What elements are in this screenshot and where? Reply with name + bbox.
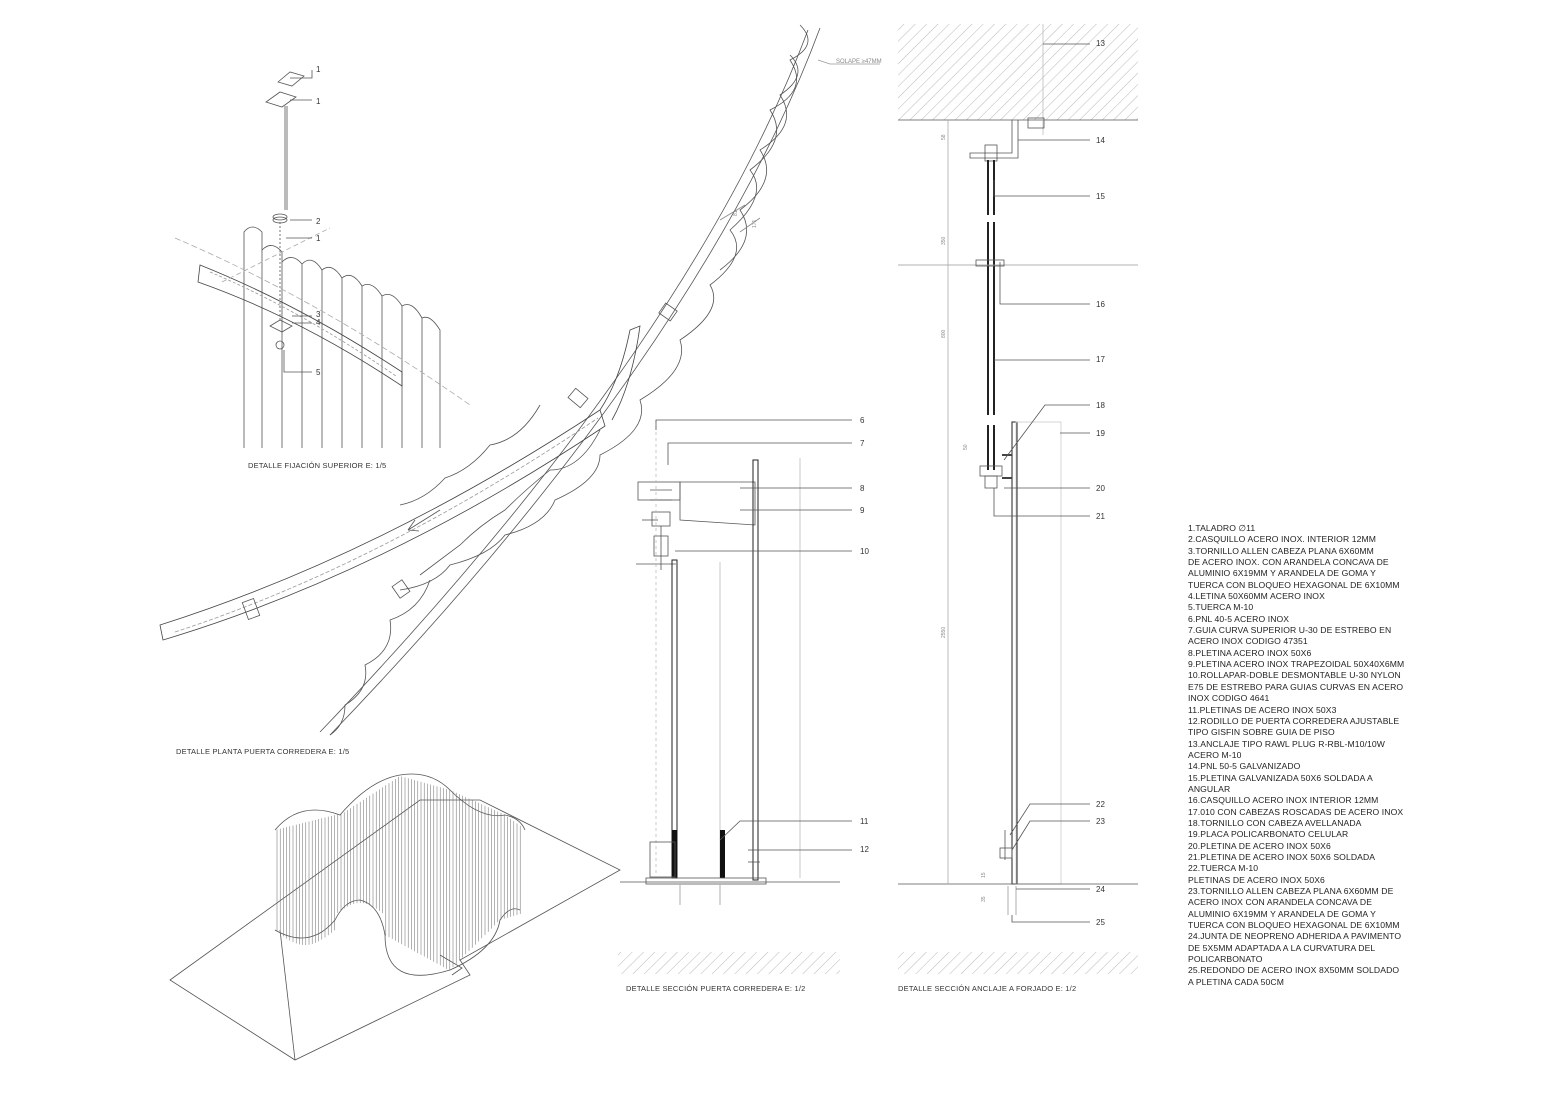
- detail-seccion-puerta: [620, 419, 852, 905]
- legend-item: 1.TALADRO ∅11: [1188, 523, 1256, 533]
- caption-seccion-puerta: DETALLE SECCIÓN PUERTA CORREDERA E: 1/2: [626, 984, 806, 993]
- legend-item: 7.GUIA CURVA SUPERIOR U-30 DE ESTREBO EN: [1188, 625, 1392, 636]
- callout-fijacion-3: 3: [316, 310, 321, 319]
- legend-item: POLICARBONATO: [1188, 954, 1263, 965]
- legend-item: ALUMINIO 6X19MM Y ARANDELA DE GOMA Y: [1188, 908, 1376, 919]
- callout-puerta-8: 8: [860, 484, 865, 493]
- callout-puerta-10: 10: [860, 547, 869, 556]
- dimension-81: 81: [733, 210, 739, 216]
- callout-anclaje-14: 14: [1096, 136, 1105, 145]
- callout-anclaje-23: 23: [1096, 817, 1105, 826]
- callout-anclaje-13: 13: [1096, 39, 1105, 48]
- callout-puerta-6: 6: [860, 416, 865, 425]
- legend-item: 8.PLETINA ACERO INOX 50X6: [1188, 647, 1312, 658]
- legend-item: 14.PNL 50-5 GALVANIZADO: [1188, 761, 1301, 772]
- callout-anclaje-16: 16: [1096, 300, 1105, 309]
- dimension-2550: 2550: [941, 626, 947, 638]
- legend-item: ACERO INOX CODIGO 47351: [1188, 636, 1308, 647]
- axonometric-wall: [169, 773, 621, 1061]
- dimension-15: 15: [981, 872, 987, 878]
- legend-item: 9.PLETINA ACERO INOX TRAPEZOIDAL 50X40X6…: [1188, 659, 1405, 670]
- callout-fijacion-4: 4: [316, 318, 321, 327]
- legend-item: 20.PLETINA DE ACERO INOX 50X6: [1188, 840, 1331, 851]
- detail-fijacion-superior: [174, 70, 471, 448]
- callout-anclaje-21: 21: [1096, 512, 1105, 521]
- callout-fijacion-2: 2: [316, 217, 321, 226]
- legend-item: TUERCA CON BLOQUEO HEXAGONAL DE 6X10MM: [1188, 920, 1400, 931]
- floor-hatch-puerta: [618, 952, 840, 974]
- dimension-800: 800: [941, 329, 947, 338]
- legend-item: A PLETINA CADA 50CM: [1188, 976, 1284, 987]
- caption-seccion-anclaje: DETALLE SECCIÓN ANCLAJE A FORJADO E: 1/2: [898, 984, 1077, 993]
- legend-item: 23.TORNILLO ALLEN CABEZA PLANA 6X60MM DE: [1188, 886, 1394, 896]
- legend-item: 5.TUERCA M-10: [1188, 602, 1254, 613]
- callout-anclaje-15: 15: [1096, 192, 1105, 201]
- legend-item: 11.PLETINAS DE ACERO INOX 50X3: [1188, 704, 1337, 715]
- legend-item: ACERO M-10: [1188, 749, 1242, 760]
- legend-item: ACERO INOX CON ARANDELA CONCAVA DE: [1188, 897, 1373, 908]
- legend-item: 24.JUNTA DE NEOPRENO ADHERIDA A PAVIMENT…: [1188, 931, 1402, 942]
- callout-anclaje-25: 25: [1096, 918, 1105, 927]
- callout-puerta-9: 9: [860, 506, 865, 515]
- callout-anclaje-18: 18: [1096, 401, 1105, 410]
- legend-item: 3.TORNILLO ALLEN CABEZA PLANA 6X60MM: [1188, 545, 1374, 556]
- legend-item: DE 5X5MM ADAPTADA A LA CURVATURA DEL: [1188, 942, 1376, 953]
- legend-item: 4.LETINA 50X60MM ACERO INOX: [1188, 591, 1325, 602]
- callout-fijacion-1c: 1: [316, 234, 321, 243]
- legend-item: 6.PNL 40-5 ACERO INOX: [1188, 613, 1290, 624]
- legend-item: 17.010 CON CABEZAS ROSCADAS DE ACERO INO…: [1188, 806, 1404, 817]
- legend-item: TIPO GISFIN SOBRE GUIA DE PISO: [1188, 727, 1335, 738]
- floor-hatch-anclaje: [898, 952, 1138, 974]
- legend-item: 18.TORNILLO CON CABEZA AVELLANADA: [1188, 817, 1362, 828]
- caption-planta-puerta: DETALLE PLANTA PUERTA CORREDERA E: 1/5: [176, 747, 350, 756]
- axonometric-wall-ribs: [276, 776, 521, 971]
- callout-fijacion-1a: 1: [316, 65, 321, 74]
- legend-item: INOX CODIGO 4641: [1188, 693, 1270, 704]
- callout-puerta-7: 7: [860, 439, 865, 448]
- callout-anclaje-22: 22: [1096, 800, 1105, 809]
- dimension-350: 350: [941, 236, 947, 245]
- legend-item: 10.ROLLAPAR-DOBLE DESMONTABLE U-30 NYLON: [1188, 670, 1401, 681]
- detail-planta-puerta: [159, 24, 880, 736]
- callout-anclaje-24: 24: [1096, 885, 1105, 894]
- legend-item: TUERCA CON BLOQUEO HEXAGONAL DE 6X10MM: [1188, 579, 1400, 590]
- solape-annotation: SOLAPE ≥47MM: [836, 59, 882, 65]
- callout-anclaje-20: 20: [1096, 484, 1105, 493]
- legend-item: ALUMINIO 6X19MM Y ARANDELA DE GOMA Y: [1188, 568, 1376, 579]
- callout-puerta-11: 11: [860, 817, 869, 826]
- legend-item: 19.PLACA POLICARBONATO CELULAR: [1188, 829, 1349, 840]
- dimension-35: 35: [981, 896, 987, 902]
- legend-item: 22.TUERCA M-10: [1188, 863, 1259, 874]
- legend-item: 13.ANCLAJE TIPO RAWL PLUG R-RBL-M10/10W: [1188, 738, 1385, 749]
- callout-anclaje-19: 19: [1096, 429, 1105, 438]
- legend-item: 2.CASQUILLO ACERO INOX. INTERIOR 12MM: [1188, 534, 1377, 545]
- legend-item: DE ACERO INOX. CON ARANDELA CONCAVA DE: [1188, 557, 1389, 568]
- legend-item: 12.RODILLO DE PUERTA CORREDERA AJUSTABLE: [1188, 715, 1400, 726]
- caption-fijacion-superior: DETALLE FIJACIÓN SUPERIOR E: 1/5: [248, 461, 387, 470]
- legend-item: PLETINAS DE ACERO INOX 50X6: [1188, 874, 1325, 885]
- legend-item: 15.PLETINA GALVANIZADA 50X6 SOLDADA A: [1188, 772, 1373, 783]
- detail-seccion-anclaje: [898, 24, 1138, 923]
- legend-item: 25.REDONDO DE ACERO INOX 8X50MM SOLDADO: [1188, 965, 1400, 976]
- legend-item: 16.CASQUILLO ACERO INOX INTERIOR 12MM: [1188, 795, 1379, 806]
- dimension-50: 50: [963, 444, 969, 450]
- dimension-58: 58: [941, 134, 947, 140]
- legend-item: ANGULAR: [1188, 783, 1231, 794]
- legend-item: 21.PLETINA DE ACERO INOX 50X6 SOLDADA: [1188, 851, 1376, 862]
- dimension-171: 171: [752, 219, 758, 228]
- callout-fijacion-1b: 1: [316, 97, 321, 106]
- callout-anclaje-17: 17: [1096, 355, 1105, 364]
- legend-item: E75 DE ESTREBO PARA GUIAS CURVAS EN ACER…: [1188, 681, 1404, 692]
- callout-fijacion-5: 5: [316, 368, 321, 377]
- callout-puerta-12: 12: [860, 845, 869, 854]
